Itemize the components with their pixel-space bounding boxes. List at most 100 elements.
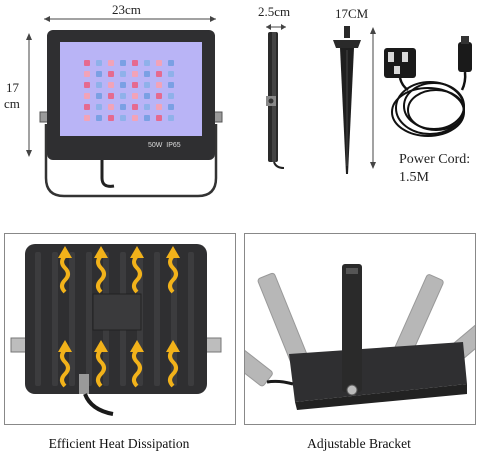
heat-arrow-head <box>94 340 108 352</box>
height-label-number: 17 <box>6 80 19 95</box>
heat-arrow <box>96 254 106 294</box>
height-dimension <box>22 30 36 160</box>
led-chip <box>96 82 102 88</box>
heatsink-fin <box>69 252 75 386</box>
led-chip <box>132 82 138 88</box>
width-arrow <box>44 16 216 22</box>
heatsink-back-drawing <box>10 244 222 416</box>
adjustable-bracket-panel <box>244 233 476 425</box>
heat-arrow <box>96 348 106 388</box>
led-chip <box>144 60 150 66</box>
spike-dimension <box>368 24 378 172</box>
height-arrow <box>26 33 32 157</box>
led-chip <box>132 71 138 77</box>
led-chip <box>168 93 174 99</box>
led-chip <box>168 115 174 121</box>
led-chip <box>132 115 138 121</box>
heatsink-fin <box>188 252 194 386</box>
heat-arrow-head <box>58 340 72 352</box>
led-chip <box>84 82 90 88</box>
heat-caption: Efficient Heat Dissipation <box>48 436 190 451</box>
heatsink-fin <box>86 252 92 386</box>
bracket-angles-drawing <box>245 264 475 410</box>
led-chip <box>144 82 150 88</box>
led-chip <box>168 71 174 77</box>
floodlight-front-drawing <box>39 30 223 198</box>
led-chip <box>156 71 162 77</box>
spike-drawing <box>333 26 361 174</box>
heat-arrow-head <box>58 246 72 258</box>
led-chip <box>84 104 90 110</box>
led-chip <box>168 104 174 110</box>
heat-arrow-head <box>130 246 144 258</box>
depth-dimension: 2.5cm <box>258 4 308 32</box>
ground-spike <box>330 26 364 176</box>
led-chip <box>108 115 114 121</box>
led-chip <box>144 71 150 77</box>
heat-arrow <box>168 348 178 388</box>
led-chip <box>120 104 126 110</box>
led-chip <box>108 104 114 110</box>
led-chip <box>168 60 174 66</box>
led-chip <box>120 71 126 77</box>
floodlight-side-view <box>262 30 292 170</box>
led-chip <box>108 71 114 77</box>
depth-arrow <box>266 24 286 30</box>
led-chip <box>144 104 150 110</box>
heat-arrow <box>132 254 142 294</box>
floodlight-front-view: 50W IP65 <box>36 28 226 204</box>
led-chip <box>84 115 90 121</box>
width-label: 23cm <box>112 2 141 17</box>
heat-arrow <box>60 254 70 294</box>
heatsink-fin <box>52 252 58 386</box>
heat-arrow-head <box>130 340 144 352</box>
led-chip <box>108 60 114 66</box>
led-grid <box>84 60 174 121</box>
heat-arrow <box>60 348 70 388</box>
rating-label: 50W IP65 <box>148 142 181 149</box>
heat-dissipation-panel <box>4 233 236 425</box>
heat-arrow-head <box>166 246 180 258</box>
led-chip <box>132 104 138 110</box>
led-chip <box>156 60 162 66</box>
led-chip <box>132 93 138 99</box>
power-cord <box>378 34 478 154</box>
heat-arrow <box>132 348 142 388</box>
side-view-drawing <box>266 32 285 169</box>
led-chip <box>84 60 90 66</box>
heat-arrow-head <box>94 246 108 258</box>
spike-arrow <box>370 27 376 169</box>
led-chip <box>108 93 114 99</box>
led-chip <box>156 82 162 88</box>
led-chip <box>120 82 126 88</box>
spike-label: 17CM <box>335 6 369 21</box>
heatsink-fin <box>154 252 160 386</box>
height-label-unit: cm <box>4 96 20 111</box>
led-chip <box>156 104 162 110</box>
led-chip <box>144 93 150 99</box>
heat-arrow-head <box>166 340 180 352</box>
led-chip <box>120 93 126 99</box>
led-chip <box>96 60 102 66</box>
width-dimension: 23cm <box>40 2 220 24</box>
bracket-caption: Adjustable Bracket <box>307 436 411 451</box>
led-chip <box>84 93 90 99</box>
power-cord-label-1: Power Cord: <box>399 152 471 167</box>
led-chip <box>168 82 174 88</box>
led-chip <box>96 115 102 121</box>
led-chip <box>96 71 102 77</box>
power-cord-label-2: 1.5M <box>399 170 429 185</box>
led-chip <box>120 115 126 121</box>
led-chip <box>132 60 138 66</box>
led-chip <box>96 93 102 99</box>
led-chip <box>120 60 126 66</box>
led-chip <box>156 93 162 99</box>
heatsink-fin <box>35 252 41 386</box>
power-cord-drawing <box>384 36 472 137</box>
heat-arrow <box>168 254 178 294</box>
led-chip <box>108 82 114 88</box>
led-chip <box>84 71 90 77</box>
depth-label: 2.5cm <box>258 4 291 19</box>
led-chip <box>96 104 102 110</box>
led-chip <box>144 115 150 121</box>
